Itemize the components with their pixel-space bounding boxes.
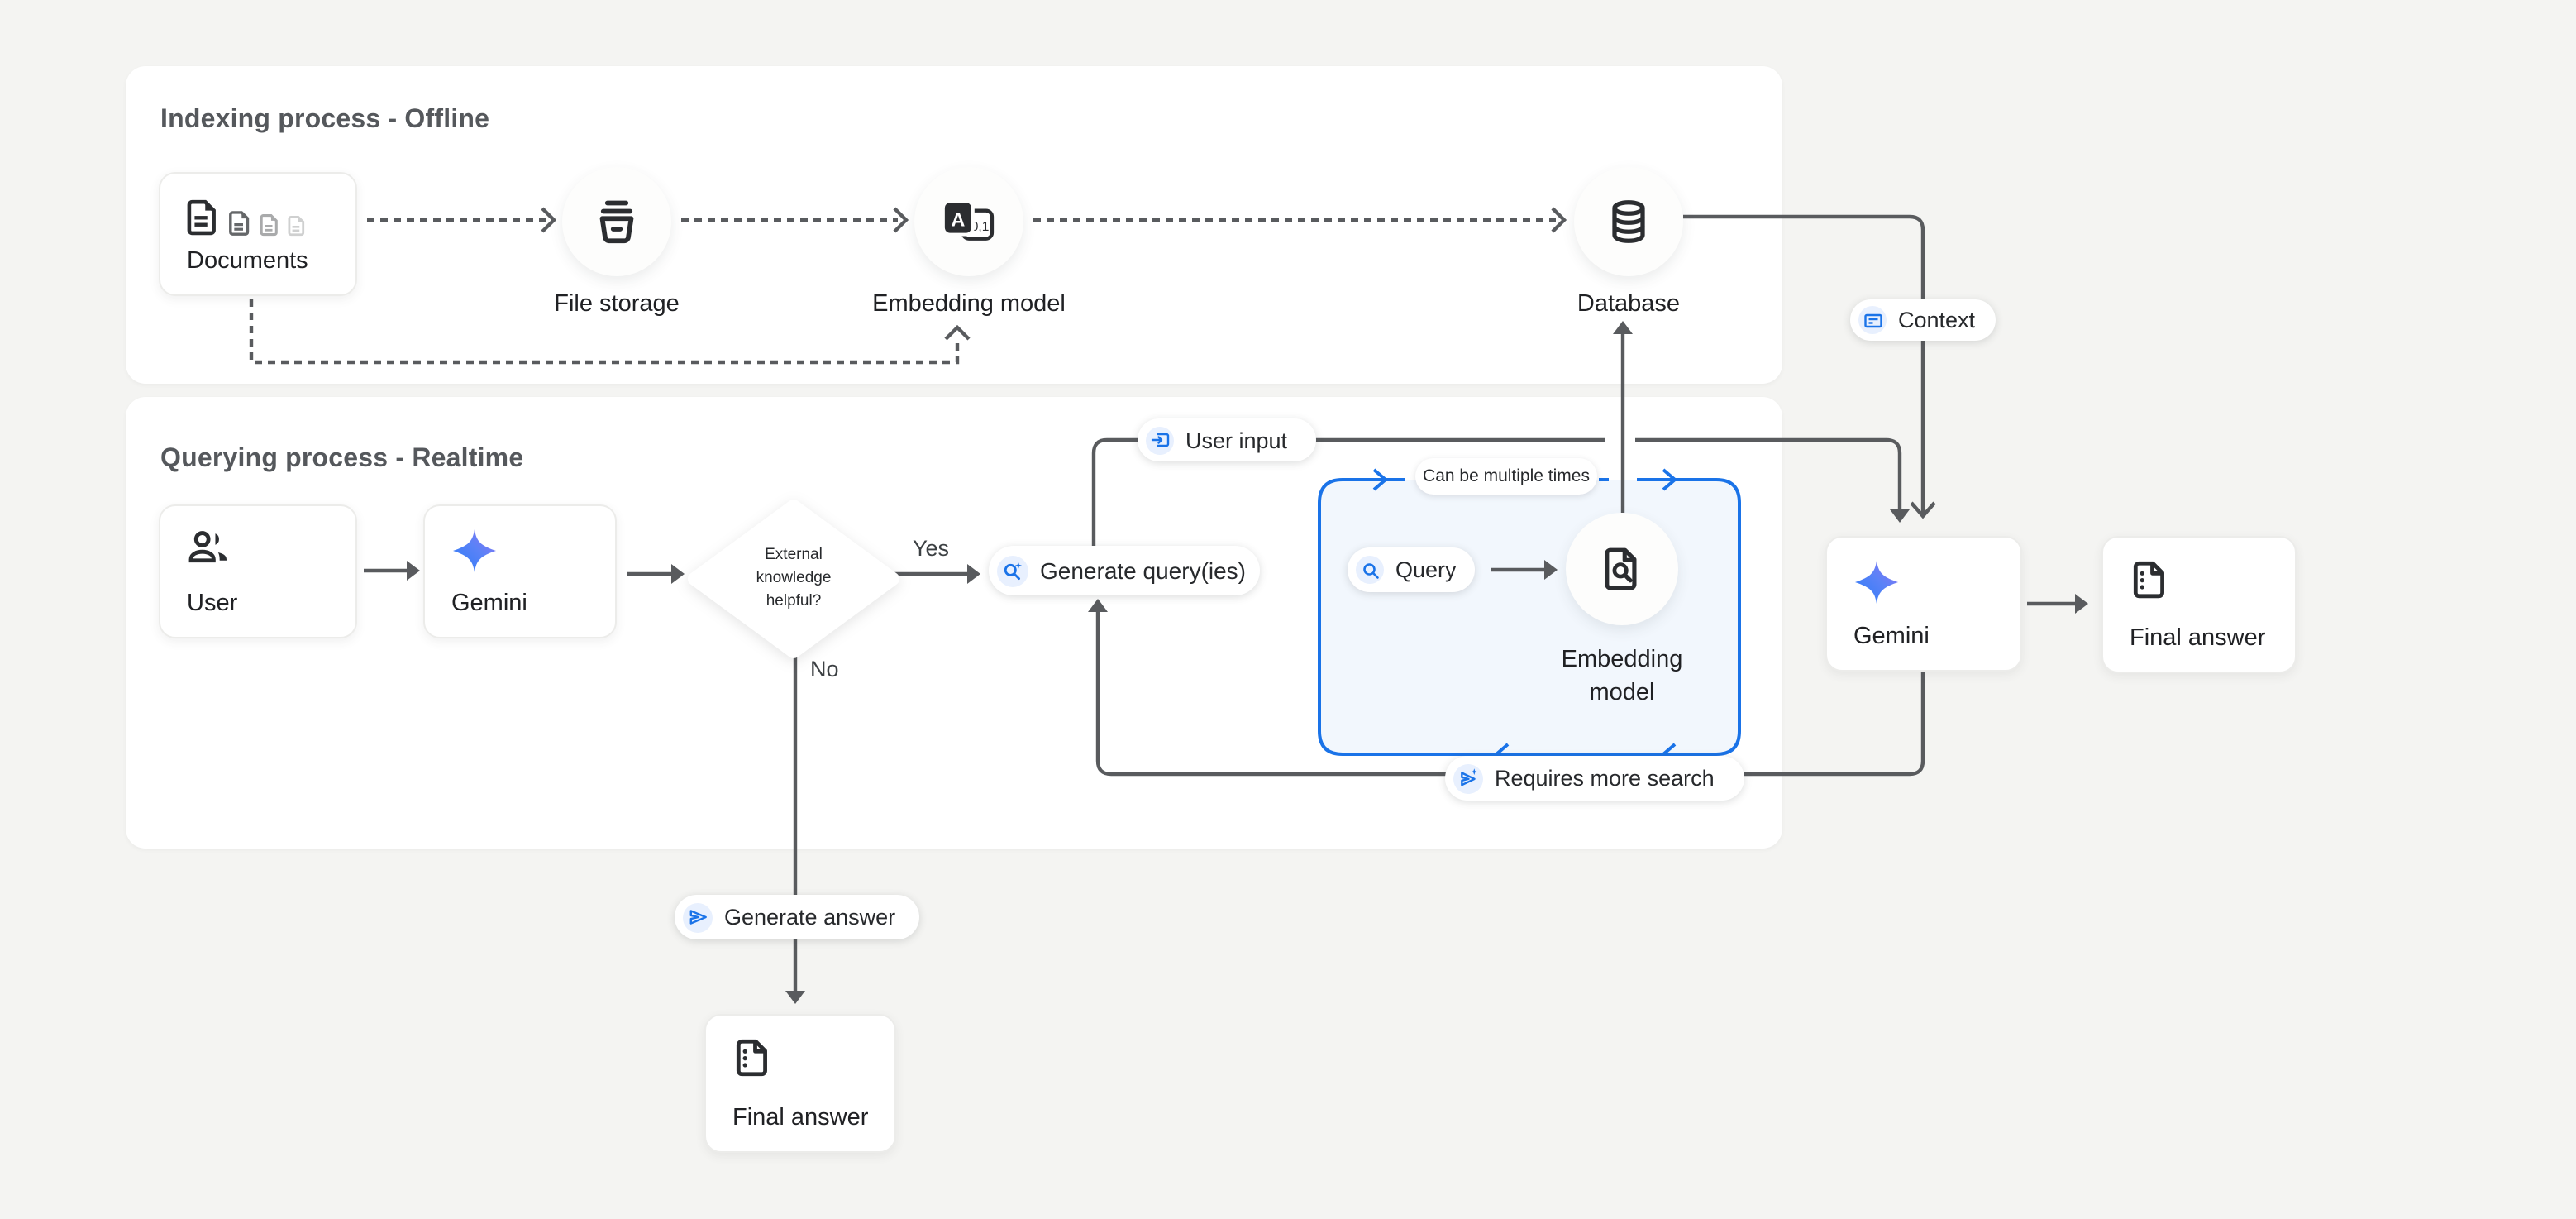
search-icon bbox=[1356, 556, 1384, 584]
yes-edge-label: Yes bbox=[913, 536, 949, 561]
generate-queries-label: Generate query(ies) bbox=[1040, 557, 1246, 584]
final-answer-right-label: Final answer bbox=[2130, 625, 2265, 652]
send-sparkle-icon bbox=[1453, 763, 1483, 793]
can-be-multiple-times-pill: Can be multiple times bbox=[1415, 458, 1597, 495]
loop-embedding-label-line1: Embedding bbox=[1562, 647, 1683, 673]
documents-label: Documents bbox=[187, 248, 308, 275]
documents-icon bbox=[184, 198, 308, 237]
decision-text: External knowledge helpful? bbox=[685, 496, 903, 662]
database-icon bbox=[1604, 197, 1653, 246]
requires-more-search-label: Requires more search bbox=[1495, 766, 1715, 791]
user-input-label: User input bbox=[1185, 428, 1287, 452]
decision-diamond: External knowledge helpful? bbox=[685, 496, 903, 662]
final-answer-bottom-node: Final answer bbox=[704, 1014, 896, 1153]
gemini-label: Gemini bbox=[451, 590, 527, 617]
can-be-multiple-times-label: Can be multiple times bbox=[1423, 466, 1590, 486]
final-answer-right-node: Final answer bbox=[2101, 536, 2297, 673]
file-storage-node bbox=[562, 167, 671, 276]
context-icon bbox=[1858, 306, 1887, 334]
database-node bbox=[1574, 167, 1683, 276]
indexing-title: Indexing process - Offline bbox=[160, 106, 489, 136]
generate-queries-pill: Generate query(ies) bbox=[989, 546, 1260, 595]
context-label: Context bbox=[1898, 308, 1975, 332]
requires-more-search-pill: Requires more search bbox=[1445, 756, 1744, 801]
svg-text:A: A bbox=[951, 209, 965, 231]
generate-answer-pill: Generate answer bbox=[675, 895, 919, 939]
document-search-icon bbox=[1599, 546, 1645, 592]
gemini-icon bbox=[451, 528, 498, 582]
send-icon bbox=[683, 902, 713, 932]
user-label: User bbox=[187, 590, 237, 617]
summarize-document-icon bbox=[732, 1037, 774, 1087]
input-icon bbox=[1146, 426, 1174, 454]
user-icon bbox=[187, 528, 231, 576]
generate-answer-label: Generate answer bbox=[724, 905, 895, 930]
user-input-pill: User input bbox=[1138, 418, 1316, 461]
embedding-model-label: Embedding model bbox=[872, 291, 1066, 318]
summarize-document-icon bbox=[2130, 559, 2171, 609]
search-sparkle-icon bbox=[997, 555, 1028, 586]
loop-embedding-label-line2: model bbox=[1590, 680, 1655, 706]
final-answer-bottom-label: Final answer bbox=[732, 1105, 868, 1131]
context-pill: Context bbox=[1850, 299, 1996, 341]
gemini-right-label: Gemini bbox=[1853, 624, 1930, 650]
querying-title: Querying process - Realtime bbox=[160, 445, 523, 475]
gemini-icon bbox=[1853, 559, 1900, 614]
gemini-node: Gemini bbox=[423, 504, 617, 638]
retrieval-loop-box bbox=[1319, 480, 1739, 754]
embedding-model-query-node bbox=[1566, 513, 1678, 625]
no-edge-label: No bbox=[810, 657, 839, 681]
embedding-model-node: 0,1 A bbox=[914, 167, 1023, 276]
file-storage-icon bbox=[592, 197, 642, 246]
database-label: Database bbox=[1577, 291, 1680, 318]
file-storage-label: File storage bbox=[554, 291, 680, 318]
gemini-right-node: Gemini bbox=[1825, 536, 2022, 672]
query-label: Query bbox=[1395, 557, 1457, 582]
embedding-model-icon: 0,1 A bbox=[941, 197, 997, 246]
query-pill: Query bbox=[1348, 547, 1475, 592]
documents-node: Documents bbox=[159, 172, 357, 296]
user-node: User bbox=[159, 504, 357, 638]
